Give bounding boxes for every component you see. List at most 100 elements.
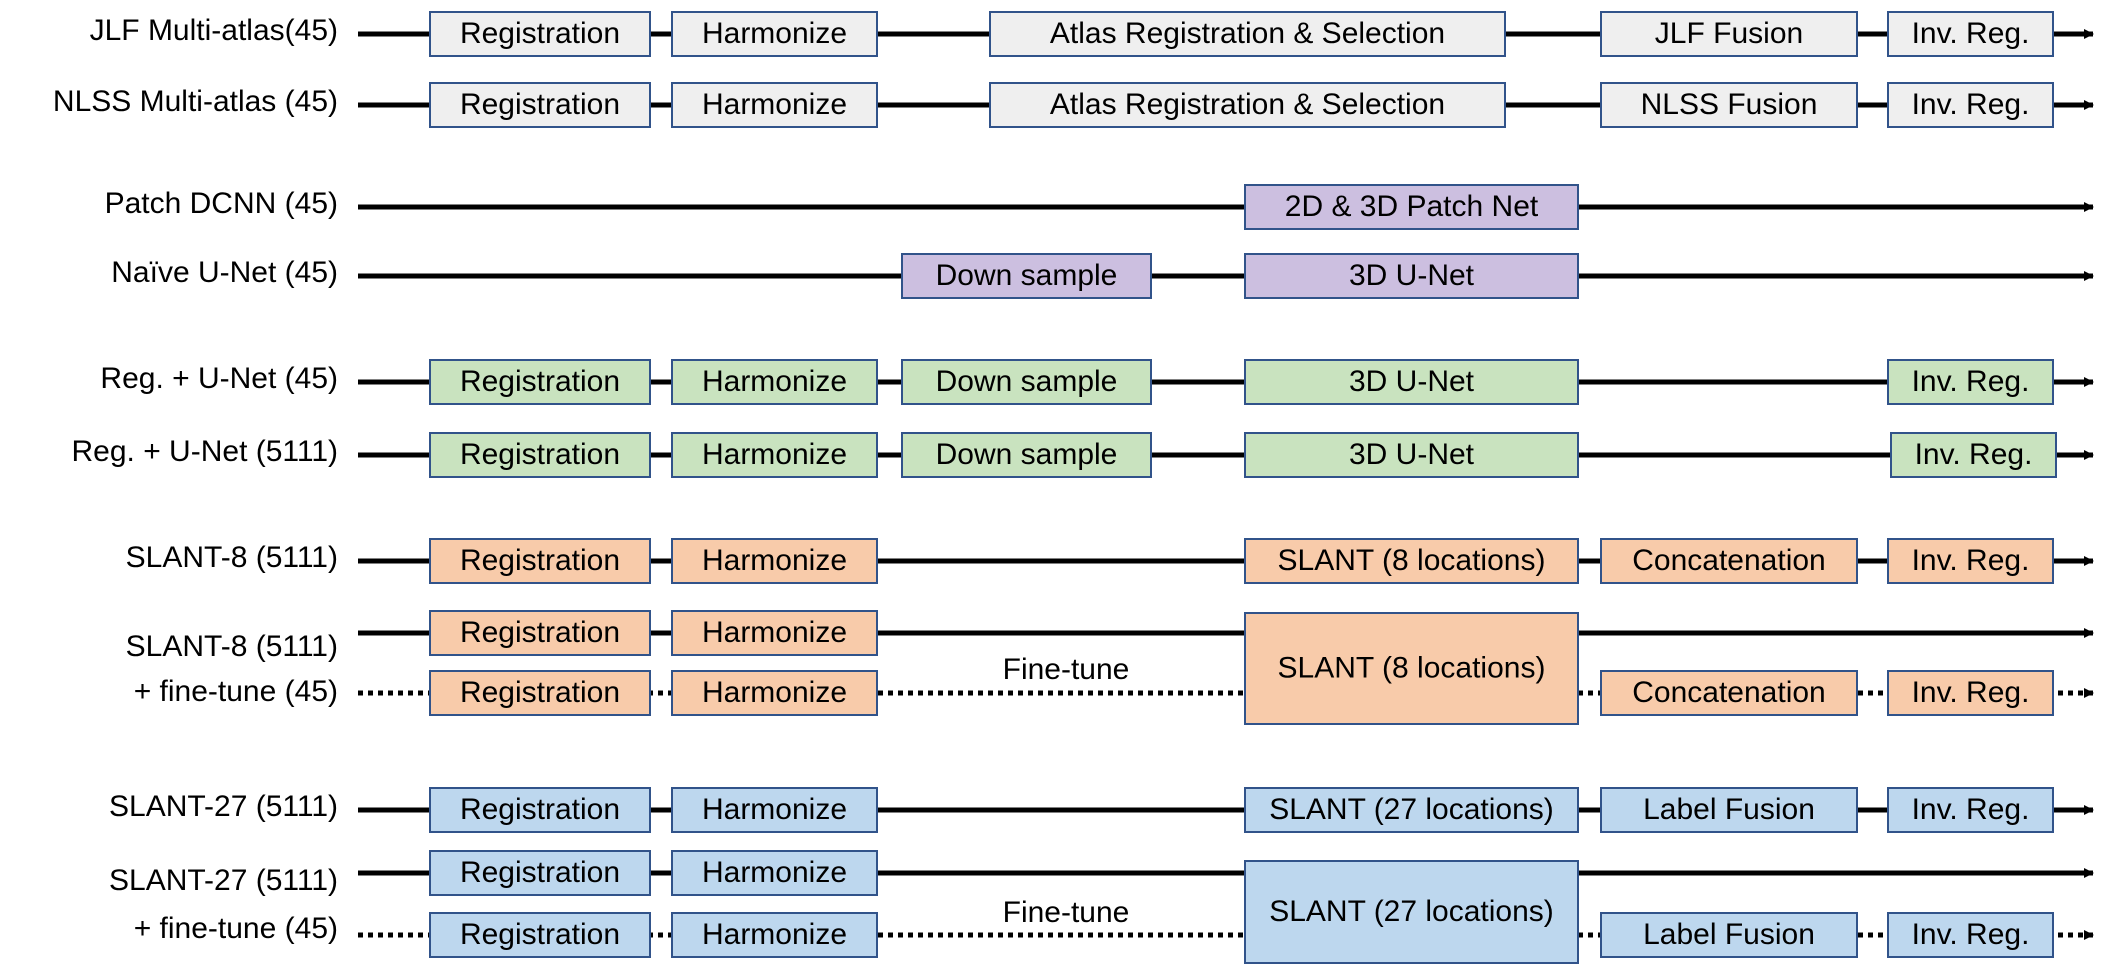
slant8-inv-reg-label: Inv. Reg. [1912, 544, 2030, 577]
slant27-row-label: SLANT-27 (5111) [109, 790, 338, 823]
slant8-harmonize-box [671, 538, 878, 584]
slant8ft-bottom-concatenation-label: Concatenation [1632, 676, 1825, 709]
naive-down-sample-label: Down sample [936, 259, 1118, 292]
naive-3d-u-net-box [1244, 253, 1579, 299]
slant8ft-bottom-concatenation-box [1600, 670, 1858, 716]
regunet45-inv-reg-box [1887, 359, 2054, 405]
slant27-inv-reg-label: Inv. Reg. [1912, 793, 2030, 826]
slant27-slant-27-locations-label: SLANT (27 locations) [1269, 793, 1554, 826]
regunet45-down-sample-box [901, 359, 1152, 405]
jlf-registration-box [429, 11, 651, 57]
slant27ft-row-label-2: + fine-tune (45) [134, 912, 338, 945]
regunet45-3d-u-net-label: 3D U-Net [1349, 365, 1475, 398]
regunet5111-inv-reg-box [1890, 432, 2057, 478]
slant8-harmonize-label: Harmonize [702, 544, 847, 577]
slant8-inv-reg-box [1887, 538, 2054, 584]
jlf-registration-label: Registration [460, 17, 620, 50]
regunet5111-down-sample-label: Down sample [936, 438, 1118, 471]
slant27-registration-box [429, 787, 651, 833]
regunet45-harmonize-label: Harmonize [702, 365, 847, 398]
slant8-slant-8-locations-label: SLANT (8 locations) [1278, 544, 1546, 577]
slant8ft-bottom-harmonize-label: Harmonize [702, 676, 847, 709]
nlss-nlss-fusion-box [1600, 82, 1858, 128]
patch-2d-3d-patch-net-box [1244, 184, 1579, 230]
jlf-atlas-registration-selection-box [989, 11, 1506, 57]
jlf-harmonize-box [671, 11, 878, 57]
regunet5111-3d-u-net-label: 3D U-Net [1349, 438, 1475, 471]
regunet5111-registration-label: Registration [460, 438, 620, 471]
regunet5111-row-label: Reg. + U-Net (5111) [72, 435, 339, 468]
slant8ft-finetune-note: Fine-tune [1003, 653, 1130, 686]
regunet5111-down-sample-box [901, 432, 1152, 478]
jlf-harmonize-label: Harmonize [702, 17, 847, 50]
slant27ft-bottom-inv-reg-label: Inv. Reg. [1912, 918, 2030, 951]
slant27ft-bottom-inv-reg-box [1887, 912, 2054, 958]
slant27-registration-label: Registration [460, 793, 620, 826]
nlss-registration-label: Registration [460, 88, 620, 121]
slant27ft-bottom-label-fusion-label: Label Fusion [1643, 918, 1815, 951]
regunet5111-inv-reg-label: Inv. Reg. [1915, 438, 2033, 471]
slant8ft-slant-8-locations-label: SLANT (8 locations) [1278, 651, 1546, 684]
slant27ft-top-registration-box [429, 850, 651, 896]
slant27ft-top-harmonize-box [671, 850, 878, 896]
slant27ft-top-harmonize-label: Harmonize [702, 856, 847, 889]
regunet5111-harmonize-label: Harmonize [702, 438, 847, 471]
slant8ft-bottom-inv-reg-box [1887, 670, 2054, 716]
jlf-jlf-fusion-box [1600, 11, 1858, 57]
slant8ft-row-label-2: + fine-tune (45) [134, 675, 338, 708]
slant8-registration-label: Registration [460, 544, 620, 577]
nlss-nlss-fusion-label: NLSS Fusion [1641, 88, 1818, 121]
regunet45-inv-reg-label: Inv. Reg. [1912, 365, 2030, 398]
nlss-atlas-registration-selection-box [989, 82, 1506, 128]
nlss-inv-reg-box [1887, 82, 2054, 128]
nlss-atlas-registration-selection-label: Atlas Registration & Selection [1050, 88, 1445, 121]
slant8-concatenation-box [1600, 538, 1858, 584]
regunet5111-harmonize-box [671, 432, 878, 478]
slant27ft-row-label-1: SLANT-27 (5111) [109, 864, 338, 897]
regunet5111-3d-u-net-box [1244, 432, 1579, 478]
jlf-atlas-registration-selection-label: Atlas Registration & Selection [1050, 17, 1445, 50]
slant8ft-row-label-1: SLANT-8 (5111) [126, 630, 338, 663]
patch-row-label: Patch DCNN (45) [105, 187, 338, 220]
regunet45-registration-box [429, 359, 651, 405]
slant27ft-bottom-registration-box [429, 912, 651, 958]
nlss-row-label: NLSS Multi-atlas (45) [53, 85, 338, 118]
slant27ft-slant-27-locations-box [1244, 860, 1579, 964]
nlss-harmonize-label: Harmonize [702, 88, 847, 121]
regunet45-registration-label: Registration [460, 365, 620, 398]
jlf-inv-reg-box [1887, 11, 2054, 57]
naive-down-sample-box [901, 253, 1152, 299]
slant27ft-top-registration-label: Registration [460, 856, 620, 889]
regunet45-3d-u-net-box [1244, 359, 1579, 405]
jlf-jlf-fusion-label: JLF Fusion [1655, 17, 1803, 50]
slant27-harmonize-label: Harmonize [702, 793, 847, 826]
nlss-registration-box [429, 82, 651, 128]
slant27-harmonize-box [671, 787, 878, 833]
slant8ft-bottom-registration-label: Registration [460, 676, 620, 709]
slant8ft-bottom-registration-box [429, 670, 651, 716]
naive-3d-u-net-label: 3D U-Net [1349, 259, 1475, 292]
slant27ft-bottom-registration-label: Registration [460, 918, 620, 951]
slant27ft-finetune-note: Fine-tune [1003, 896, 1130, 929]
regunet45-row-label: Reg. + U-Net (45) [100, 362, 338, 395]
slant8ft-bottom-harmonize-box [671, 670, 878, 716]
jlf-inv-reg-label: Inv. Reg. [1912, 17, 2030, 50]
slant27-slant-27-locations-box [1244, 787, 1579, 833]
slant8-registration-box [429, 538, 651, 584]
slant27-label-fusion-label: Label Fusion [1643, 793, 1815, 826]
regunet45-down-sample-label: Down sample [936, 365, 1118, 398]
slant8ft-top-harmonize-label: Harmonize [702, 616, 847, 649]
slant27ft-bottom-harmonize-label: Harmonize [702, 918, 847, 951]
slant8ft-bottom-inv-reg-label: Inv. Reg. [1912, 676, 2030, 709]
slant8ft-top-registration-box [429, 610, 651, 656]
naive-row-label: Naïve U-Net (45) [111, 256, 338, 289]
slant27ft-bottom-harmonize-box [671, 912, 878, 958]
slant27ft-bottom-label-fusion-box [1600, 912, 1858, 958]
regunet5111-registration-box [429, 432, 651, 478]
patch-2d-3d-patch-net-label: 2D & 3D Patch Net [1285, 190, 1539, 223]
slant8ft-top-harmonize-box [671, 610, 878, 656]
slant27ft-slant-27-locations-label: SLANT (27 locations) [1269, 895, 1554, 928]
slant27-label-fusion-box [1600, 787, 1858, 833]
slant27-inv-reg-box [1887, 787, 2054, 833]
